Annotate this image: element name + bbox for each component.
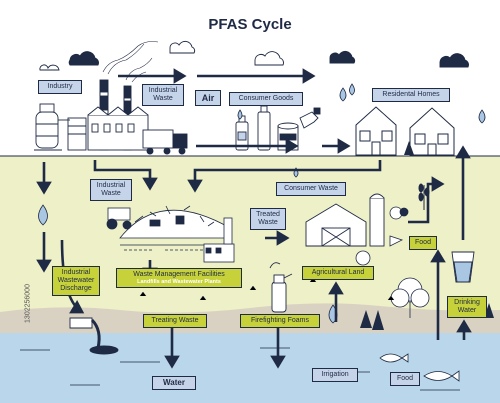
fuel-pump-icon: [299, 107, 321, 129]
factory-icon: [67, 79, 149, 151]
label-industrial-wastewater-discharge: Industrial Wastewater Discharge: [52, 266, 100, 296]
label-food-right: Food: [409, 236, 437, 250]
cloud-icon: [39, 41, 469, 71]
label-firefighting-foams: Firefighting Foams: [240, 314, 320, 328]
label-food-bottom: Food: [390, 372, 420, 386]
page-title: PFAS Cycle: [208, 16, 292, 33]
tractor-icon: [106, 207, 132, 230]
label-industry: Industry: [38, 80, 82, 94]
label-drinking-water: Drinking Water: [447, 296, 487, 318]
detergent-bottle-icon: [235, 105, 271, 151]
label-agricultural-land: Agricultural Land: [302, 266, 374, 280]
label-waste-management: Waste Management Facilities Landfills an…: [116, 268, 242, 288]
water-area: [0, 333, 500, 403]
fire-extinguisher-icon: [269, 262, 293, 313]
storage-tank-icon: [34, 103, 70, 151]
label-residential-homes: Residental Homes: [372, 88, 450, 102]
truck-icon: [142, 129, 188, 155]
house-icon: [355, 106, 455, 156]
silo-icon: [369, 193, 385, 247]
pipe-outfall-icon: [69, 317, 119, 355]
label-treating-waste: Treating Waste: [143, 314, 207, 328]
label-waste-management-sub: Landfills and Wastewater Plants: [137, 279, 221, 285]
label-industrial-waste-top: Industrial Waste: [142, 84, 184, 106]
fish-icon: [379, 353, 460, 382]
label-air: Air: [195, 90, 221, 106]
label-water: Water: [152, 376, 196, 390]
barn-icon: [305, 203, 367, 247]
label-consumer-goods: Consumer Goods: [229, 92, 303, 106]
wastewater-plant-icon: [203, 217, 235, 263]
label-irrigation: Irrigation: [312, 368, 358, 382]
label-treated-waste: Treated Waste: [250, 208, 286, 230]
glass-of-water-icon: [451, 251, 475, 283]
watermark-text: 1302256000: [24, 284, 32, 323]
label-industrial-waste-mid: Industrial Waste: [90, 179, 132, 201]
tree-icon: [390, 277, 430, 318]
vegetable-icon: [355, 206, 409, 266]
arrow-icon: [36, 68, 472, 369]
label-waste-management-title: Waste Management Facilities: [133, 271, 225, 278]
label-consumer-waste: Consumer Waste: [276, 182, 346, 196]
